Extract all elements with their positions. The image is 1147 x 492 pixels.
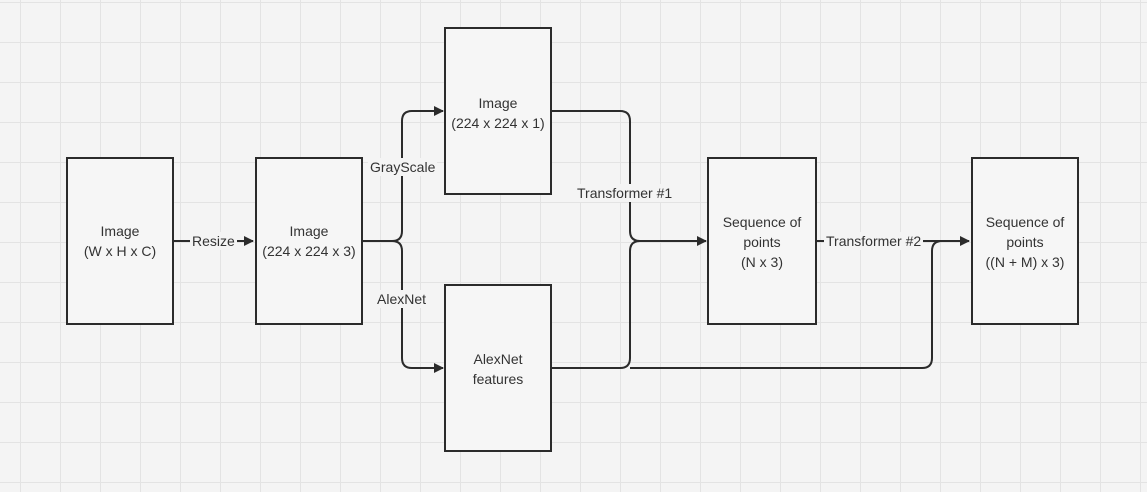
grayscale-label: GrayScale — [368, 158, 438, 176]
resized-image-box[interactable]: Image (224 x 224 x 3) — [255, 157, 363, 325]
alexnet-features-title: AlexNet — [473, 351, 523, 367]
alexnet-features-subtitle: features — [472, 371, 524, 387]
edge-gray-to-transformer1 — [552, 110, 707, 246]
sequence-n-line2: points — [743, 234, 781, 250]
transformer1-label: Transformer #1 — [575, 184, 675, 202]
edge-alexnet-to-transformer2 — [630, 240, 943, 369]
grayscale-image-box[interactable]: Image (224 x 224 x 1) — [444, 27, 552, 195]
alexnet-features-box[interactable]: AlexNet features — [444, 284, 552, 452]
resize-label: Resize — [190, 232, 237, 250]
sequence-n-shape: (N x 3) — [741, 254, 783, 270]
sequence-n-line1: Sequence of — [722, 214, 802, 230]
sequence-nm-line2: points — [1006, 234, 1044, 250]
grayscale-image-title: Image — [478, 95, 518, 111]
transformer2-label: Transformer #2 — [824, 232, 924, 250]
alexnet-label: AlexNet — [375, 290, 429, 308]
edge-alexnet-to-transformer1 — [552, 240, 641, 369]
grayscale-image-shape: (224 x 224 x 1) — [451, 115, 545, 131]
sequence-n-box[interactable]: Sequence of points (N x 3) — [707, 157, 817, 325]
sequence-nm-shape: ((N + M) x 3) — [985, 254, 1065, 270]
edge-grayscale — [362, 106, 444, 242]
resized-image-title: Image — [289, 223, 329, 239]
sequence-nm-box[interactable]: Sequence of points ((N + M) x 3) — [971, 157, 1079, 325]
sequence-nm-line1: Sequence of — [985, 214, 1065, 230]
input-image-title: Image — [100, 223, 140, 239]
input-image-shape: (W x H x C) — [83, 243, 157, 259]
resized-image-shape: (224 x 224 x 3) — [262, 243, 356, 259]
input-image-box[interactable]: Image (W x H x C) — [66, 157, 174, 325]
